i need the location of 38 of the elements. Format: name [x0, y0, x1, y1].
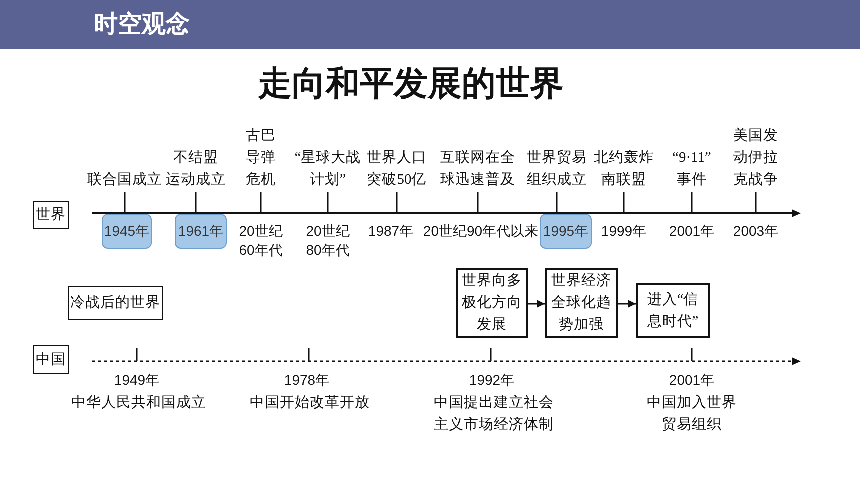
event-label: 中国提出建立社会主义市场经济体制: [433, 394, 555, 435]
event-label: 世界贸易组织成立: [526, 149, 588, 190]
event-label: “9·11”事件: [672, 149, 712, 190]
process-box: 世界向多极化方向发展: [456, 268, 528, 338]
label-box: 冷战后的世界: [68, 286, 163, 320]
event-label: 互联网在全球迅速普及: [440, 149, 516, 190]
arrow: [618, 300, 636, 308]
year-label: 1978年: [284, 371, 330, 390]
event-label: 世界人口突破50亿: [366, 149, 428, 190]
highlighted-year: 1961年: [175, 214, 227, 249]
year-label: 20世纪90年代以来: [423, 222, 539, 241]
year-label: 1987年: [368, 222, 414, 241]
year-label: 2001年: [669, 371, 715, 390]
event-label: 美国发动伊拉克战争: [732, 126, 780, 190]
event-label: 中华人民共和国成立: [72, 394, 206, 413]
event-label: 北约轰炸南联盟: [593, 148, 655, 190]
event-label: 古巴导弹危机: [245, 127, 277, 190]
process-box: 进入“信息时代”: [636, 283, 710, 338]
arrow: [528, 300, 545, 308]
event-label: 中国加入世界贸易组织: [646, 394, 738, 435]
event-label: “星球大战计划”: [294, 149, 362, 190]
event-label: 不结盟运动成立: [165, 149, 227, 190]
year-label: 1999年: [601, 222, 647, 241]
highlighted-year: 1945年: [102, 214, 152, 249]
process-box: 世界经济全球化趋势加强: [545, 268, 618, 338]
highlighted-year: 1995年: [540, 214, 592, 249]
section-heading: 时空观念: [94, 10, 190, 40]
year-label: 1949年: [114, 371, 160, 390]
event-label: 联合国成立: [88, 170, 162, 190]
label-box: 中国: [33, 345, 69, 374]
event-label: 中国开始改革开放: [250, 394, 370, 413]
year-label: 1992年: [469, 371, 515, 390]
label-box: 世界: [33, 201, 69, 229]
year-label: 20世纪60年代: [238, 222, 284, 260]
diagram-title: 走向和平发展的世界: [258, 65, 564, 103]
year-label: 2003年: [733, 222, 779, 241]
year-label: 20世纪80年代: [305, 222, 351, 260]
year-label: 2001年: [669, 222, 715, 241]
